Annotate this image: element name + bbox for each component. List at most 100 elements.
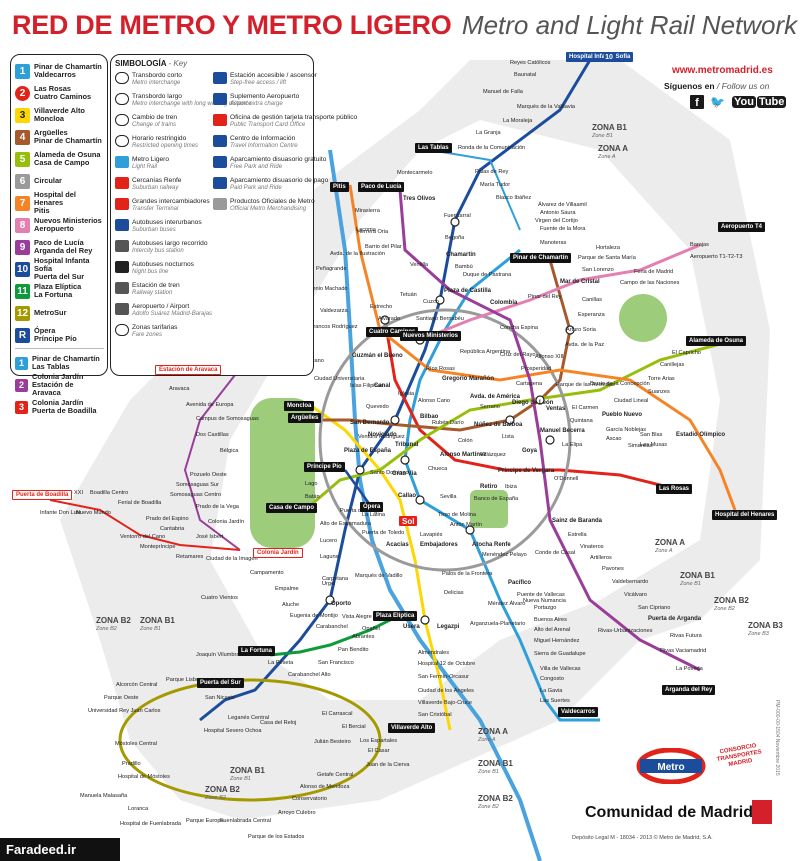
terminus-plaza-eliptica[interactable]: Plaza Elíptica: [373, 611, 418, 621]
key-item-es: Autobuses interurbanos: [132, 219, 202, 226]
facebook-icon[interactable]: f: [690, 95, 704, 109]
clock-icon: [115, 135, 129, 147]
zone-a-label-s: ZONA A: [478, 727, 508, 736]
station-label: Montepríncipe: [140, 544, 175, 550]
zone-b2-label-w: ZONA B2: [96, 616, 131, 625]
station-label: Noviciado: [368, 432, 397, 438]
terminus-la-fortuna[interactable]: La Fortuna: [238, 646, 275, 656]
station-label: Almendrales: [418, 650, 449, 656]
terminus-cuatro-caminos[interactable]: Cuatro Caminos: [366, 327, 419, 337]
zone-b2-label-s: ZONA B2: [478, 794, 513, 803]
terminus-principe-pio[interactable]: Príncipe Pío: [304, 462, 345, 472]
station-label: Estrella: [568, 532, 588, 538]
terminus-hospital-henares[interactable]: Hospital del Henares: [712, 510, 778, 520]
station-label: Ciudad de los Ángeles: [418, 687, 474, 694]
station-label: Mar de Cristal: [560, 279, 600, 285]
legend-divider: [15, 348, 104, 349]
zone-a-en-ne: Zone A: [597, 154, 616, 160]
terminus-aravaca[interactable]: Estación de Aravaca: [155, 365, 222, 375]
station-label: Prado del Espino: [146, 516, 189, 522]
station-label: Barrio del Pilar: [365, 244, 402, 250]
terminus-aeropuerto-t4[interactable]: Aeropuerto T4: [718, 222, 766, 232]
metro-line-terminal: Alameda de Osuna: [34, 150, 101, 159]
station-label: Avenida de Europa: [186, 402, 234, 408]
terminus-las-rosas[interactable]: Las Rosas: [656, 484, 693, 494]
key-item-en: Light Rail: [132, 163, 158, 170]
metro-line-name: Circular: [34, 177, 62, 185]
station-label: San Cristóbal: [418, 712, 452, 718]
station-label: Pradillo: [122, 761, 141, 767]
terminus-valdecarros[interactable]: Valdecarros: [558, 707, 599, 717]
zone-b2-label-e: ZONA B2: [714, 596, 749, 605]
terminus-puerta-sur[interactable]: Puerta del Sur: [197, 678, 244, 688]
station-label: Peñagrande: [316, 266, 346, 272]
terminus-moncloa[interactable]: Moncloa: [284, 401, 315, 411]
station-label: Sevilla: [440, 494, 457, 500]
station-label: Ventilla: [410, 262, 429, 268]
zone-a-label-ne: ZONA A: [598, 144, 628, 153]
station-label: Los Espartales: [360, 738, 397, 744]
terminus-arguelles[interactable]: Argüelles: [288, 413, 322, 423]
terminus-colonia-jardin[interactable]: Colonia Jardín: [253, 548, 303, 558]
station-label: Canal: [374, 383, 391, 389]
terminus-alameda-osuna[interactable]: Alameda de Osuna: [686, 336, 747, 346]
terminus-casa-campo[interactable]: Casa de Campo: [266, 503, 318, 513]
terminus-villaverde-alto[interactable]: Villaverde Alto: [388, 723, 436, 733]
terminus-infanta-sofia[interactable]: Hospital Infanta Sofía: [566, 52, 634, 62]
metro-line-badge-icon: 10: [15, 261, 30, 277]
station-label: Ascao: [606, 436, 622, 442]
twitter-icon[interactable]: 🐦: [710, 95, 725, 109]
station-label: Manuel de Falla: [483, 89, 524, 95]
station-label: Villa de Vallecas: [540, 666, 581, 672]
terminus-pinar-chamartin[interactable]: Pinar de Chamartín: [510, 253, 572, 263]
key-item-en: Intercity bus station: [132, 247, 184, 254]
terminus-arganda-rey[interactable]: Arganda del Rey: [662, 685, 716, 695]
light-rail-icon: [115, 156, 129, 168]
renfe-icon: [115, 177, 129, 189]
station-label: Tribunal: [395, 442, 419, 448]
station-label: Puente de Vallecas: [517, 592, 565, 598]
station-label: Ferial de Boadilla: [118, 500, 162, 506]
station-label: Carpetana: [322, 576, 349, 582]
station-label: Rivas Futura: [670, 633, 703, 639]
terminus-sol[interactable]: Sol: [399, 516, 418, 526]
terminus-paco-lucia[interactable]: Paco de Lucía: [358, 182, 405, 192]
terminus-las-tablas[interactable]: Las Tablas: [415, 143, 452, 153]
terminus-boadilla[interactable]: Puerta de Boadilla: [12, 490, 73, 500]
station-label: Mirasierra: [355, 208, 381, 214]
terminus-nuevos-ministerios[interactable]: Nuevos Ministerios: [400, 331, 462, 341]
interchange-markers: [325, 217, 575, 625]
terminus-opera[interactable]: Ópera: [360, 502, 384, 512]
website-link[interactable]: www.metromadrid.es: [672, 65, 773, 76]
station-label: Esperanza: [578, 312, 606, 318]
station-label: Banco de España: [474, 496, 519, 502]
terminus-pitis[interactable]: Pitis: [330, 182, 349, 192]
metro-line-badge-icon: 12: [15, 305, 30, 321]
station-label: Manuela Malasaña: [80, 793, 128, 799]
